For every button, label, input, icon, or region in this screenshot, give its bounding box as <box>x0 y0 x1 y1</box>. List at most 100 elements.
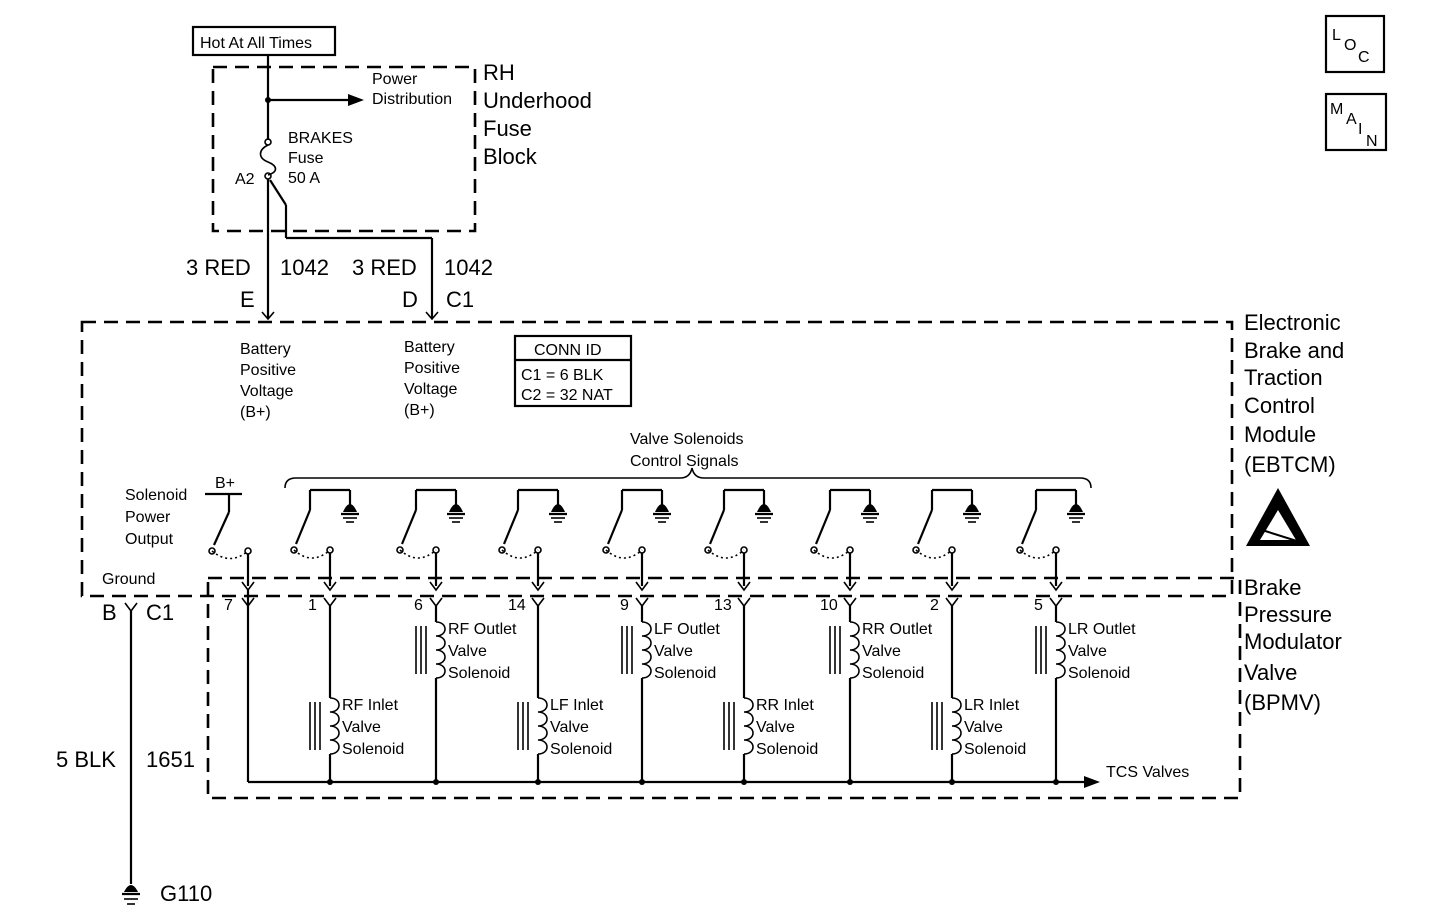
svg-text:Solenoid: Solenoid <box>756 741 818 758</box>
svg-text:Solenoid: Solenoid <box>125 487 187 504</box>
svg-text:Solenoid: Solenoid <box>862 665 924 682</box>
svg-text:Brake and: Brake and <box>1244 338 1344 363</box>
svg-text:Voltage: Voltage <box>404 381 457 398</box>
terminal-pin-icon <box>323 597 337 608</box>
svg-text:Battery: Battery <box>404 339 455 356</box>
ebtcm-label: Electronic Brake and Traction Control Mo… <box>1244 310 1344 477</box>
ground-icon <box>122 885 140 905</box>
svg-text:RR Inlet: RR Inlet <box>756 697 814 714</box>
terminal-label: 13 <box>714 597 732 614</box>
pin-e-label: E <box>240 287 255 312</box>
c1-bottom-label: C1 <box>146 600 174 625</box>
tcs-valves-label: TCS Valves <box>1106 764 1189 781</box>
connector-b-icon <box>124 602 138 613</box>
ground-name: G110 <box>160 881 212 906</box>
terminal-label: 9 <box>620 597 629 614</box>
svg-text:(B+): (B+) <box>404 402 435 419</box>
fuse-icon <box>259 144 277 176</box>
svg-text:Solenoid: Solenoid <box>1068 665 1130 682</box>
terminal-pin-icon <box>429 597 443 608</box>
svg-text:(BPMV): (BPMV) <box>1244 690 1321 715</box>
svg-text:Battery: Battery <box>240 341 291 358</box>
terminal-pin-icon <box>531 597 545 608</box>
svg-text:1042: 1042 <box>280 255 329 280</box>
loc-icon: L O C <box>1324 14 1386 74</box>
connector-e-icon <box>261 311 275 321</box>
svg-text:3 RED: 3 RED <box>352 255 417 280</box>
battery-voltage-label-2: Battery Positive Voltage (B+) <box>404 339 460 419</box>
fuse-label: BRAKES Fuse 50 A <box>288 130 353 187</box>
fuse-block-label: RH Underhood Fuse Block <box>483 60 592 169</box>
svg-text:Modulator: Modulator <box>1244 629 1342 654</box>
svg-text:Solenoid: Solenoid <box>448 665 510 682</box>
svg-text:Traction: Traction <box>1244 365 1323 390</box>
svg-text:A: A <box>1346 111 1357 128</box>
hot-at-all-times-box <box>191 25 337 57</box>
svg-text:M: M <box>1330 101 1343 118</box>
main-icon: M A I N <box>1324 92 1388 152</box>
solenoid-coil-icon <box>435 621 446 679</box>
svg-text:Valve: Valve <box>1068 643 1107 660</box>
svg-text:Control: Control <box>1244 393 1315 418</box>
svg-text:Valve: Valve <box>550 719 589 736</box>
bpmv-label: Brake Pressure Modulator Valve (BPMV) <box>1244 575 1342 715</box>
svg-text:Fuse: Fuse <box>288 150 324 167</box>
ground-icon <box>655 504 669 512</box>
svg-text:I: I <box>1358 121 1362 138</box>
bpmv-outline <box>206 576 1242 800</box>
svg-text:C: C <box>1358 49 1370 66</box>
svg-text:Power: Power <box>372 71 418 88</box>
svg-text:LR Inlet: LR Inlet <box>964 697 1020 714</box>
ground-icon <box>551 504 565 512</box>
svg-text:1042: 1042 <box>444 255 493 280</box>
solenoid-coil-icon <box>951 697 962 755</box>
svg-text:Solenoid: Solenoid <box>550 741 612 758</box>
svg-text:RH: RH <box>483 60 515 85</box>
power-distribution-label: Power Distribution <box>372 71 452 108</box>
ground-icon <box>965 504 979 512</box>
svg-text:Valve: Valve <box>342 719 381 736</box>
svg-text:Valve: Valve <box>1244 660 1297 685</box>
terminal-pin-icon <box>843 597 857 608</box>
solenoid-coil-icon <box>641 621 652 679</box>
signals-bracket <box>284 467 1092 489</box>
svg-text:Valve: Valve <box>862 643 901 660</box>
svg-text:CONN ID: CONN ID <box>534 342 602 359</box>
svg-text:Valve: Valve <box>654 643 693 660</box>
svg-text:BRAKES: BRAKES <box>288 130 353 147</box>
b-plus-label: B+ <box>215 475 235 492</box>
svg-text:Positive: Positive <box>240 362 296 379</box>
svg-text:Valve Solenoids: Valve Solenoids <box>630 431 744 448</box>
svg-text:Brake: Brake <box>1244 575 1301 600</box>
svg-text:Power: Power <box>125 509 171 526</box>
terminal-label: 10 <box>820 597 838 614</box>
power-switch <box>212 511 231 546</box>
solenoid-coil-icon <box>1055 621 1066 679</box>
svg-text:Voltage: Voltage <box>240 383 293 400</box>
ground-label: Ground <box>102 571 155 588</box>
svg-text:C1 = 6 BLK: C1 = 6 BLK <box>521 367 604 384</box>
conn-id-box: CONN ID C1 = 6 BLK C2 = 32 NAT <box>513 334 633 408</box>
svg-text:N: N <box>1366 133 1378 150</box>
svg-text:(EBTCM): (EBTCM) <box>1244 452 1336 477</box>
fuse-block-outline <box>211 65 477 233</box>
svg-text:Control Signals: Control Signals <box>630 453 739 470</box>
ground-icon <box>863 504 877 512</box>
solenoid-coil-icon <box>329 697 340 755</box>
ground-icon <box>1069 504 1083 512</box>
terminal-label: 2 <box>930 597 939 614</box>
ground-icon <box>757 504 771 512</box>
c1-top-label: C1 <box>446 287 474 312</box>
svg-text:Solenoid: Solenoid <box>342 741 404 758</box>
terminal-pin-icon <box>737 597 751 608</box>
terminal-pin-icon <box>241 597 255 608</box>
